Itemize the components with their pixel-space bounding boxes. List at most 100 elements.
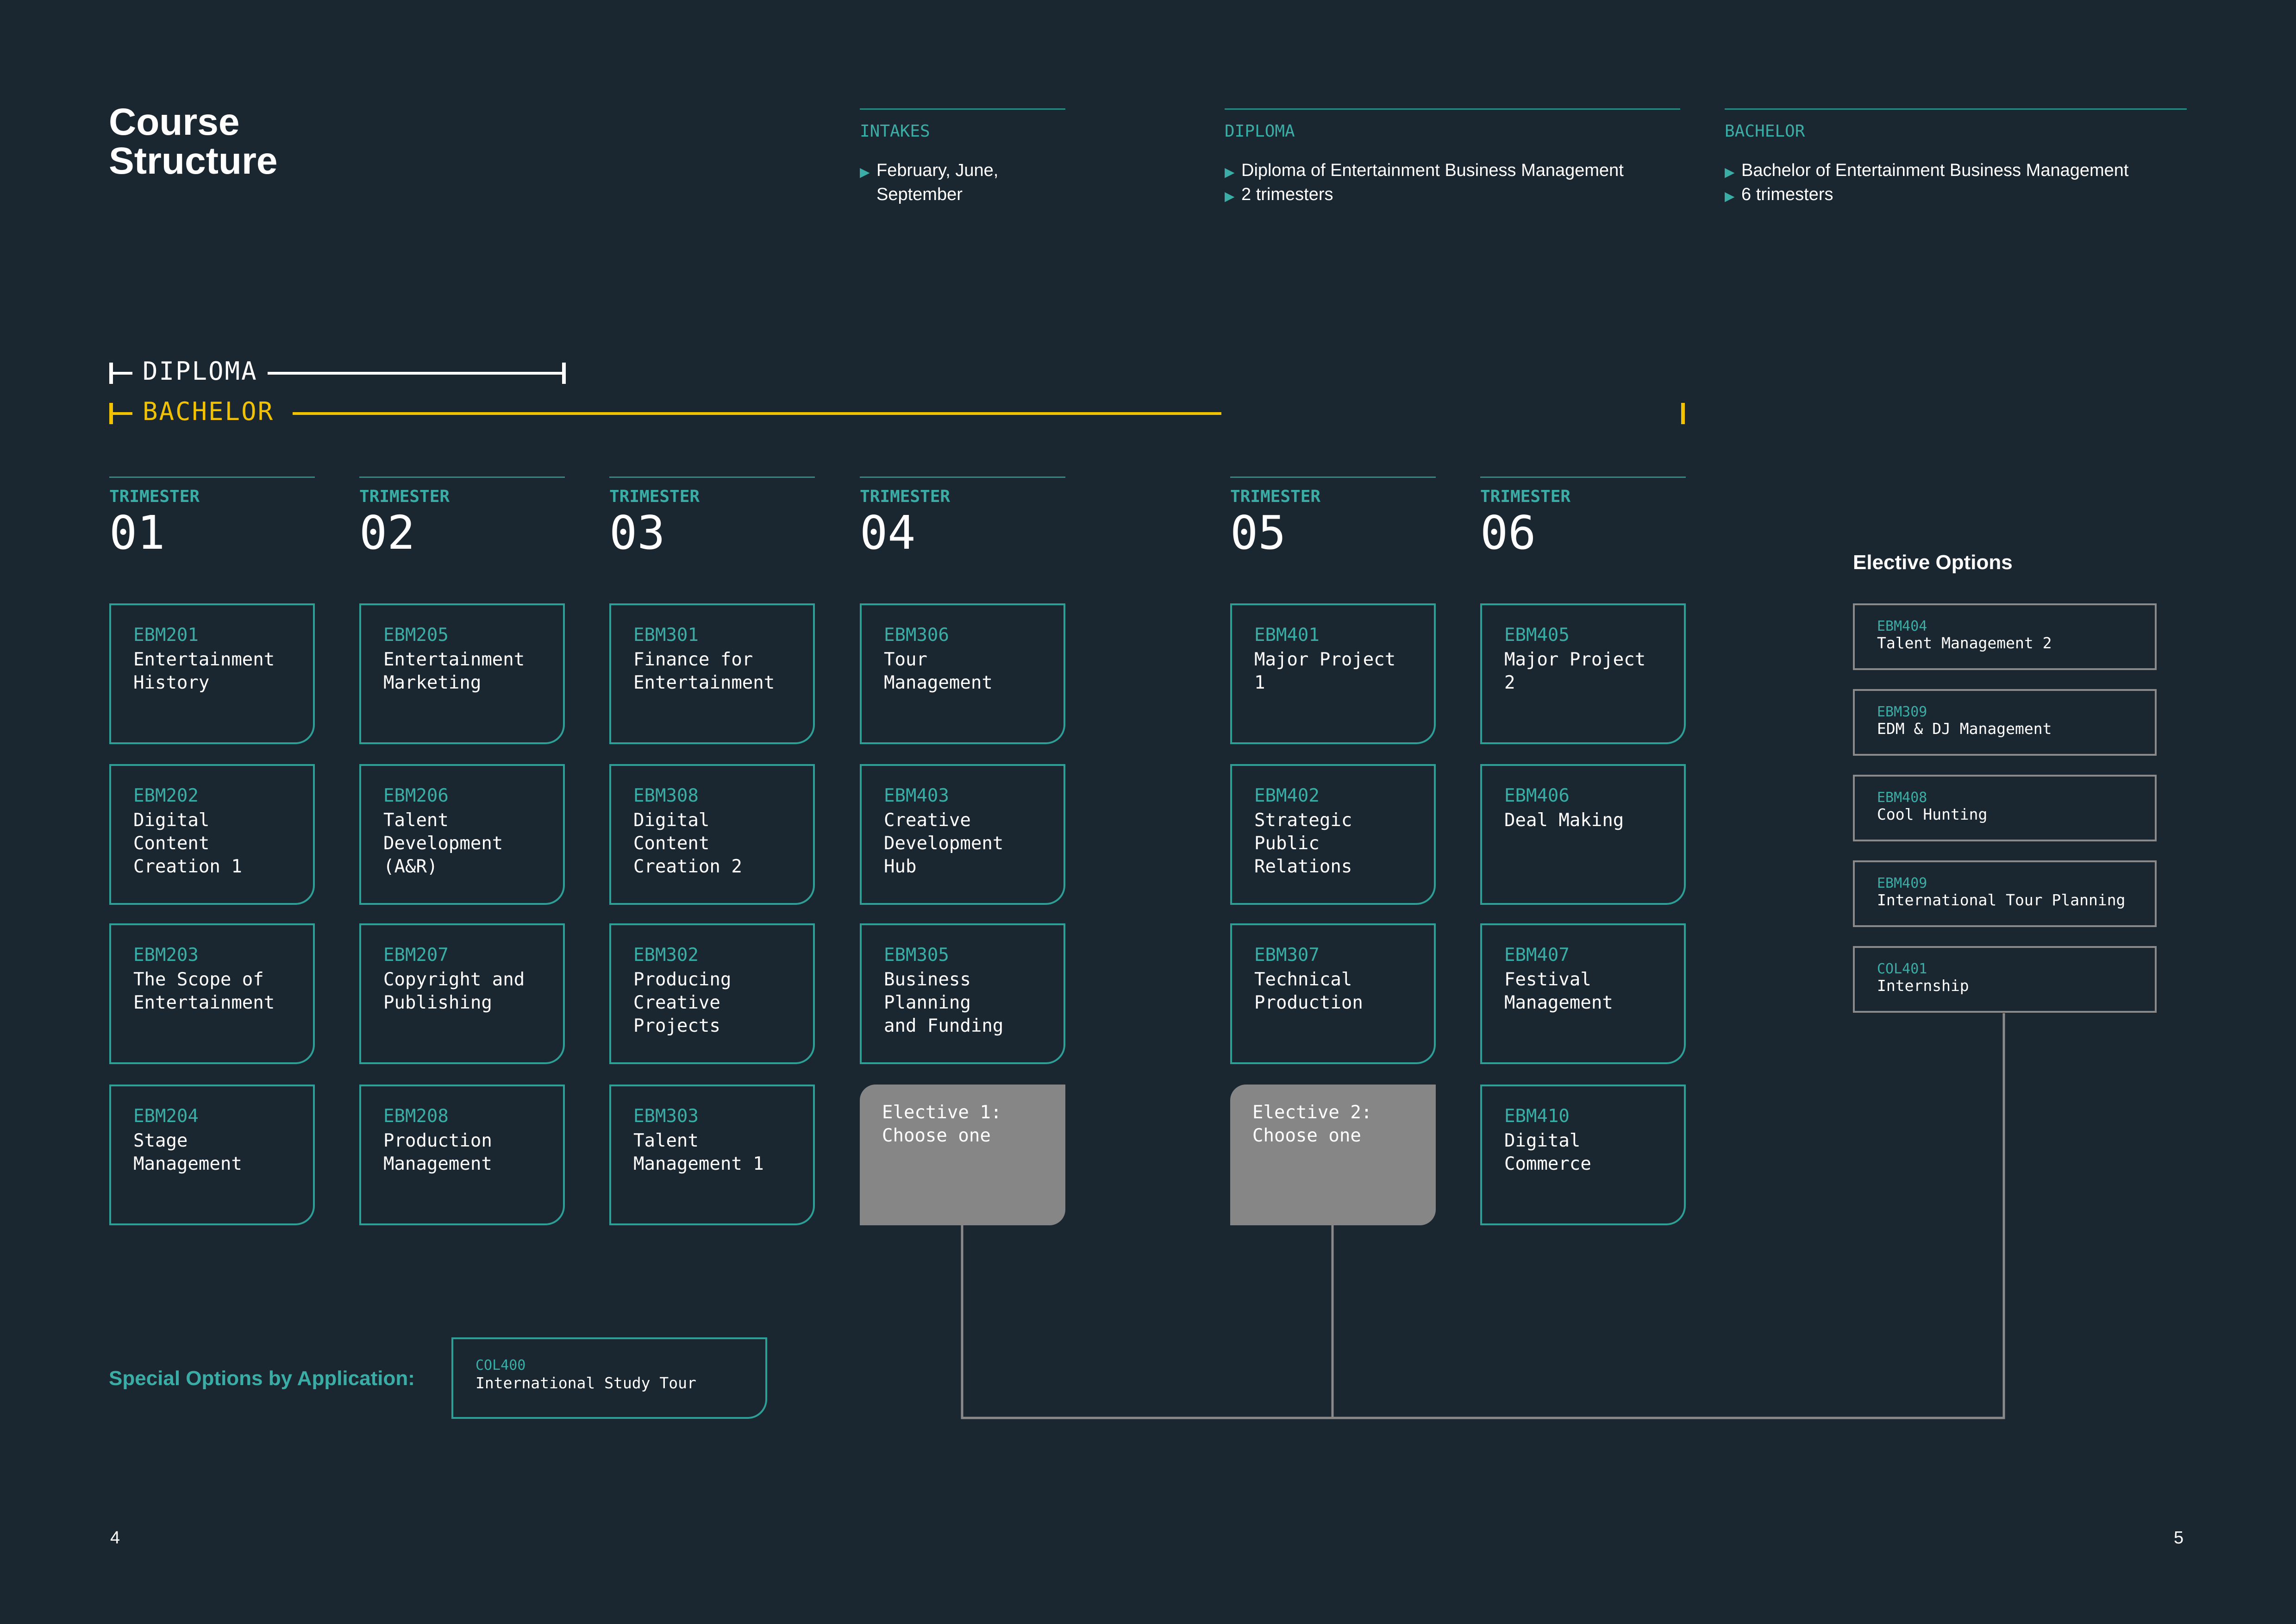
trimester-label: TRIMESTER (359, 487, 450, 506)
trimester-number: 01 (109, 506, 165, 560)
triangle-bullet-icon: ▶ (1725, 165, 1735, 179)
unit-name: EDM & DJ Management (1877, 720, 2052, 738)
triangle-bullet-icon: ▶ (860, 165, 870, 179)
unit-name: Digital Content Creation 2 (633, 810, 742, 877)
unit-code: EBM408 (1877, 790, 1927, 806)
unit-code: EBM308 (633, 785, 699, 806)
unit-code: EBM302 (633, 945, 699, 966)
unit-code: EBM208 (383, 1106, 449, 1127)
elective-slot-card[interactable]: Elective 2: Choose one (1230, 1085, 1436, 1225)
trimester-label: TRIMESTER (609, 487, 700, 506)
info-item-text: Bachelor of Entertainment Business Manag… (1741, 161, 2129, 180)
unit-code: EBM201 (133, 625, 199, 646)
unit-name: Entertainment History (133, 649, 275, 693)
unit-name: Tour Management (884, 649, 993, 693)
unit-name: Cool Hunting (1877, 805, 1988, 823)
unit-code: EBM305 (884, 945, 949, 966)
unit-code: EBM405 (1504, 625, 1570, 646)
unit-name: Major Project 2 (1504, 649, 1646, 693)
info-item-text: 6 trimesters (1741, 185, 1833, 204)
bachelor-track-stub (109, 412, 132, 415)
info-item: ▶February, June, September (860, 158, 1065, 207)
trimester-label: TRIMESTER (1480, 487, 1571, 506)
page-title: Course Structure (109, 101, 278, 182)
unit-name: The Scope of Entertainment (133, 969, 275, 1013)
unit-code: EBM401 (1254, 625, 1320, 646)
elective-options-title: Elective Options (1853, 551, 2013, 574)
unit-code: EBM205 (383, 625, 449, 646)
unit-code: EBM306 (884, 625, 949, 646)
unit-name: Digital Commerce (1504, 1130, 1591, 1174)
unit-name: Finance for Entertainment (633, 649, 775, 693)
triangle-bullet-icon: ▶ (1225, 165, 1235, 179)
unit-name: Creative Development Hub (884, 810, 1004, 877)
unit-name: Entertainment Marketing (383, 649, 525, 693)
unit-name: Talent Management 1 (633, 1130, 764, 1174)
unit-name: Digital Content Creation 1 (133, 810, 242, 877)
unit-name: Talent Management 2 (1877, 634, 2052, 652)
triangle-bullet-icon: ▶ (1225, 189, 1235, 203)
unit-code: EBM206 (383, 785, 449, 806)
trimester-number: 02 (359, 506, 415, 560)
unit-code: EBM207 (383, 945, 449, 966)
unit-name: Elective 2: Choose one (1252, 1102, 1372, 1146)
page-number-left: 4 (110, 1528, 120, 1548)
unit-name: International Study Tour (475, 1374, 696, 1392)
trimester-label: TRIMESTER (1230, 487, 1321, 506)
special-option-card[interactable]: COL400 International Study Tour (451, 1337, 767, 1419)
unit-code: EBM404 (1877, 618, 1927, 634)
elective-slot-card[interactable]: Elective 1: Choose one (860, 1085, 1065, 1225)
unit-name: Major Project 1 (1254, 649, 1396, 693)
unit-name: Stage Management (133, 1130, 242, 1174)
unit-name: Strategic Public Relations (1254, 810, 1352, 877)
info-item-text: 2 trimesters (1241, 185, 1333, 204)
unit-name: Internship (1877, 977, 1969, 995)
unit-code: COL400 (475, 1357, 526, 1373)
info-label: BACHELOR (1725, 122, 1805, 141)
unit-code: EBM407 (1504, 945, 1570, 966)
info-item: ▶ 2 trimesters (1225, 182, 1680, 207)
unit-name: Festival Management (1504, 969, 1613, 1013)
info-diploma: DIPLOMA ▶Diploma of Entertainment Busine… (1225, 108, 1680, 207)
info-item: ▶ Bachelor of Entertainment Business Mana… (1725, 158, 2187, 182)
bachelor-track-end (1681, 403, 1685, 424)
unit-name: Producing Creative Projects (633, 969, 732, 1036)
unit-code: EBM203 (133, 945, 199, 966)
unit-name: Elective 1: Choose one (882, 1102, 1002, 1146)
info-label: DIPLOMA (1225, 122, 1295, 141)
unit-name: Technical Production (1254, 969, 1363, 1013)
